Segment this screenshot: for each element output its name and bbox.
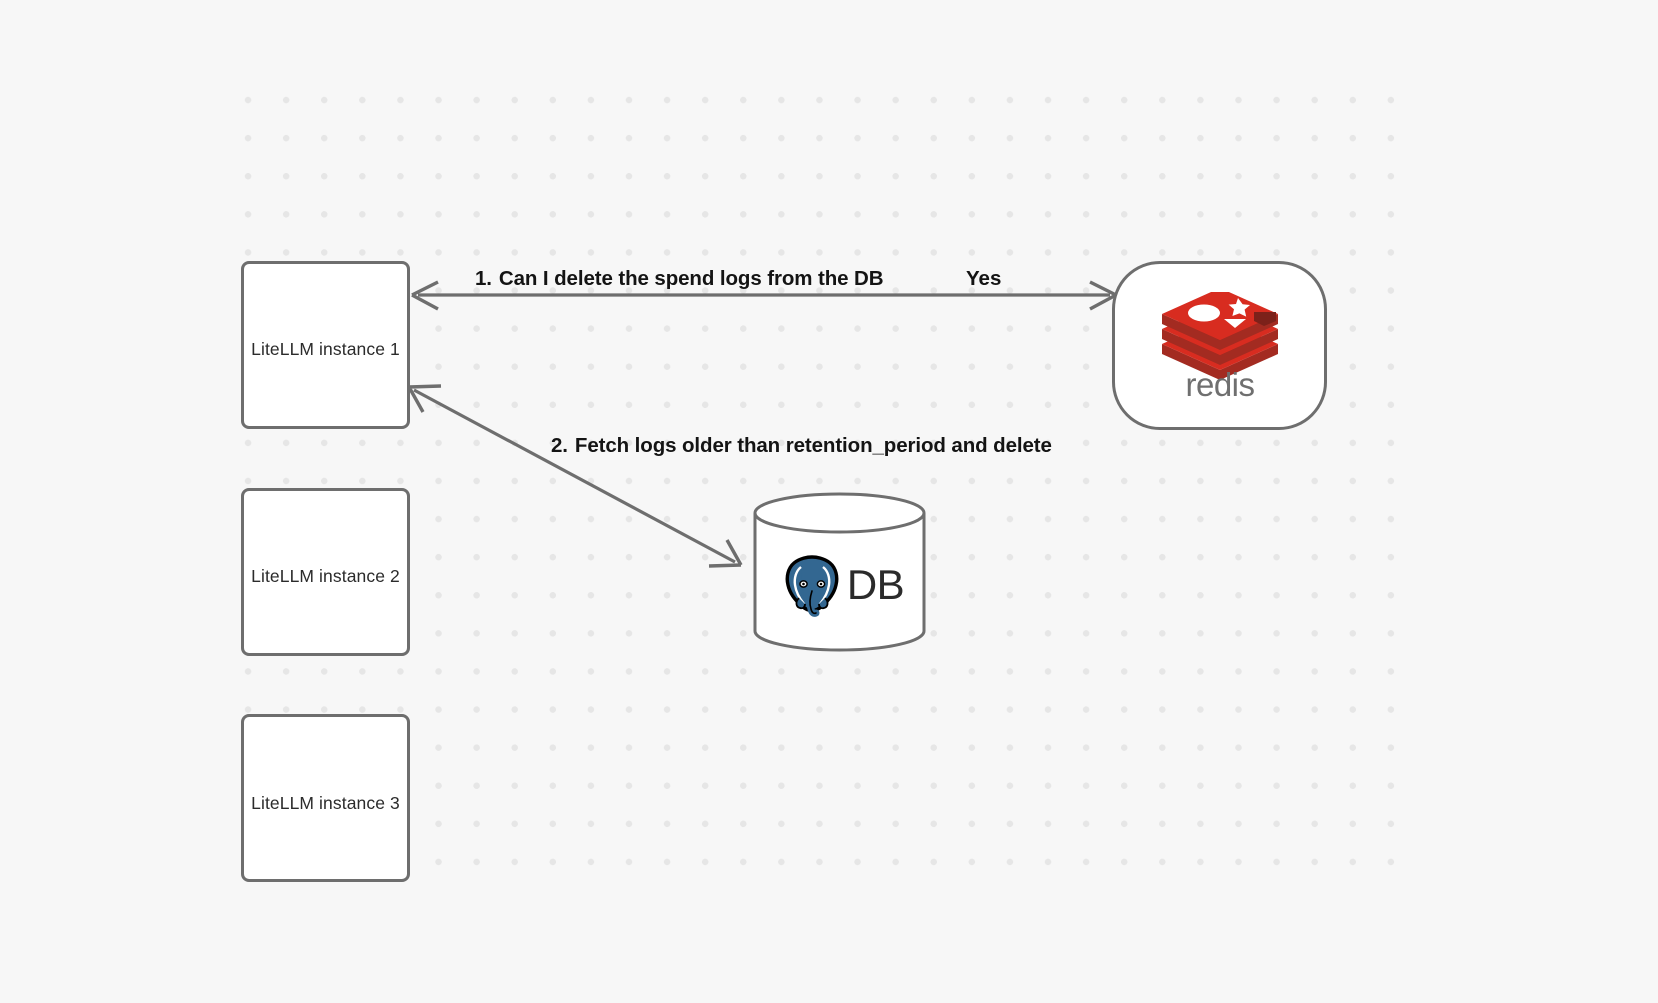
db-label: DB [846,561,905,608]
node-label: LiteLLM instance 2 [251,566,400,586]
cylinder-shape [753,492,926,652]
edge-2-sequence: 2. [551,434,568,457]
edge-2-text: Fetch logs older than retention_period a… [574,434,1052,457]
node-litellm-instance-1[interactable]: LiteLLM instance 1 [241,261,410,429]
node-litellm-instance-2[interactable]: LiteLLM instance 2 [241,488,410,656]
edge-1-text: Can I delete the spend logs from the DB [498,267,884,290]
edge-2-label: 2. Fetch logs older than retention_period… [551,434,1052,458]
node-litellm-instance-3[interactable]: LiteLLM instance 3 [241,714,410,882]
postgresql-elephant-icon [785,555,839,617]
edge-db-litellm1 [407,384,743,568]
edge-1-sequence: 1. [475,267,492,290]
svg-text:redis: redis [1185,366,1254,400]
db-logo-group: DB [762,548,920,622]
node-database[interactable]: DB [752,492,927,652]
edge-1-label: 1. Can I delete the spend logs from the D… [475,267,884,291]
edge-1-reply-label: Yes [966,267,1002,290]
node-redis[interactable]: redis [1112,261,1327,430]
node-label: LiteLLM instance 3 [251,793,400,813]
node-label: LiteLLM instance 1 [251,339,400,359]
redis-logo-icon: redis [1161,291,1278,400]
